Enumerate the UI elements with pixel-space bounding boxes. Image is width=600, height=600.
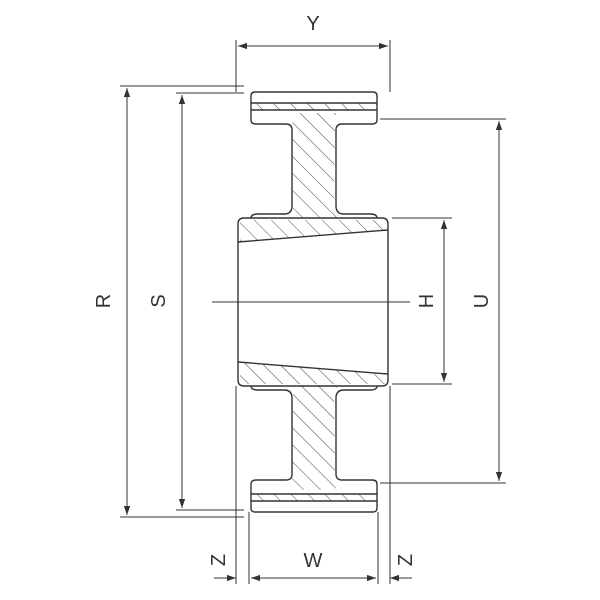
lower-right-cavity [335, 385, 378, 494]
section-hatching [240, 103, 386, 501]
lower-left-cavity [250, 385, 293, 494]
bottom-rim-outline [250, 493, 378, 513]
lower-web-hatch [288, 385, 338, 490]
hub-top-hatch [240, 220, 386, 242]
label-w: W [304, 550, 323, 572]
label-z-right: Z [395, 554, 417, 566]
label-r: R [93, 294, 115, 308]
bore-top-line [237, 229, 389, 243]
hub-outline [237, 217, 389, 387]
upper-left-cavity [250, 110, 293, 219]
label-u: U [471, 294, 493, 308]
dimension-labels: Y R S H U Z W Z [93, 13, 493, 572]
bottom-rim-hatch [251, 494, 377, 501]
top-rim-hatch [251, 103, 377, 110]
label-s: S [148, 294, 170, 307]
hub-bottom-hatch [240, 362, 386, 384]
pulley-outline [212, 91, 410, 513]
label-y: Y [306, 13, 319, 35]
top-rim-outline [250, 91, 378, 111]
upper-right-cavity [335, 110, 378, 219]
dimensions [120, 40, 506, 584]
upper-web-hatch [288, 113, 338, 218]
label-z-left: Z [208, 554, 230, 566]
bore-bottom-line [237, 361, 389, 375]
label-h: H [416, 294, 438, 308]
